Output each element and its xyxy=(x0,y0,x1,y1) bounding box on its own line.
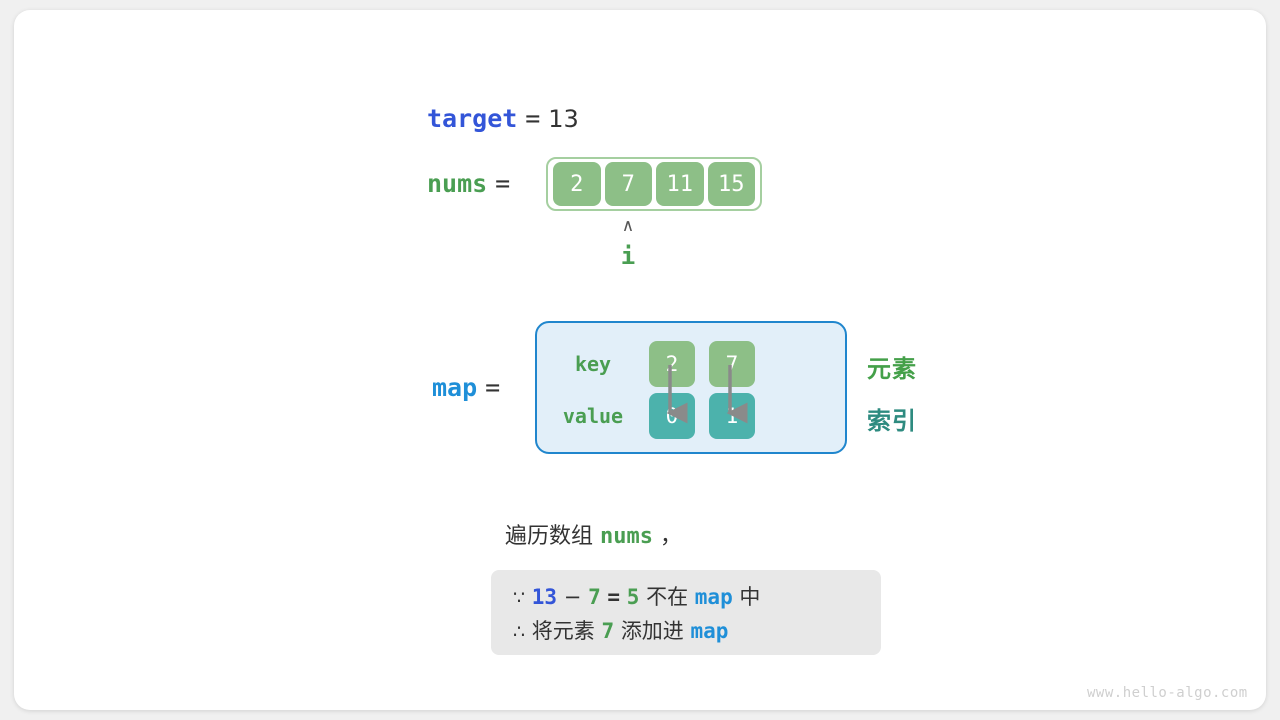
nums-array: 2 7 11 15 xyxy=(546,157,762,211)
map-key-cell: 2 xyxy=(649,341,695,387)
conclusion-map-variable: map xyxy=(690,619,729,643)
watermark: www.hello-algo.com xyxy=(1087,685,1248,701)
conclusion-complement: 5 xyxy=(626,585,640,609)
conclusion-current-element: 7 xyxy=(588,585,601,609)
caption-line: 遍历数组 nums ， xyxy=(505,522,682,552)
target-variable-name: target xyxy=(427,104,518,133)
map-declaration: map = xyxy=(432,372,500,404)
because-symbol-icon: ∵ xyxy=(513,587,526,609)
map-value-cell: 1 xyxy=(709,393,755,439)
caret-up-icon: ∧ xyxy=(621,216,635,236)
conclusion-target-value: 13 xyxy=(531,585,558,609)
nums-declaration: nums = xyxy=(427,168,510,200)
map-value-cell: 0 xyxy=(649,393,695,439)
conclusion-line-2: ∴ 将元素 7 添加进 map xyxy=(513,615,859,649)
nums-cell: 7 xyxy=(604,162,652,206)
map-key-row: key 2 7 xyxy=(537,341,845,387)
map-key-row-label: key xyxy=(574,352,612,376)
caption-prefix: 遍历数组 xyxy=(505,524,594,549)
conclusion-added-number: 7 xyxy=(601,619,615,643)
map-container: key 2 7 value 0 1 xyxy=(535,321,847,454)
map-value-row: value 0 1 xyxy=(537,393,845,439)
index-pointer-label: i xyxy=(620,242,636,270)
nums-cell: 15 xyxy=(707,162,755,206)
index-pointer: ∧ i xyxy=(608,216,648,270)
conclusion-not-in-text: 不在 xyxy=(646,585,689,609)
target-value: 13 xyxy=(548,105,579,133)
conclusion-box: ∵ 13 − 7 = 5 不在 map 中 ∴ 将元素 7 添加进 map xyxy=(491,570,881,655)
therefore-symbol-icon: ∴ xyxy=(513,621,526,643)
target-equals-sign: = xyxy=(525,104,541,133)
equals-sign: = xyxy=(607,585,621,609)
target-declaration: target = 13 xyxy=(427,103,579,135)
nums-variable-name: nums xyxy=(427,169,488,198)
minus-sign: − xyxy=(563,585,582,609)
map-equals-sign: = xyxy=(485,373,501,402)
conclusion-in-text: 中 xyxy=(739,585,761,609)
caption-nums-variable: nums xyxy=(600,524,653,549)
legend-index-label: 索引 xyxy=(867,407,917,435)
conclusion-add-element-text: 将元素 xyxy=(531,619,595,643)
conclusion-line-1: ∵ 13 − 7 = 5 不在 map 中 xyxy=(513,581,859,615)
map-variable-name: map xyxy=(432,373,478,402)
caption-suffix: ， xyxy=(660,524,683,549)
nums-cell: 11 xyxy=(656,162,704,206)
map-value-row-label: value xyxy=(562,404,624,428)
map-key-cell: 7 xyxy=(709,341,755,387)
legend-element-label: 元素 xyxy=(867,355,917,383)
nums-cell: 2 xyxy=(553,162,601,206)
conclusion-map-variable: map xyxy=(694,585,733,609)
nums-equals-sign: = xyxy=(495,169,511,198)
conclusion-add-into-text: 添加进 xyxy=(620,619,684,643)
diagram-card: target = 13 nums = 2 7 11 15 ∧ i map = k… xyxy=(14,10,1266,710)
